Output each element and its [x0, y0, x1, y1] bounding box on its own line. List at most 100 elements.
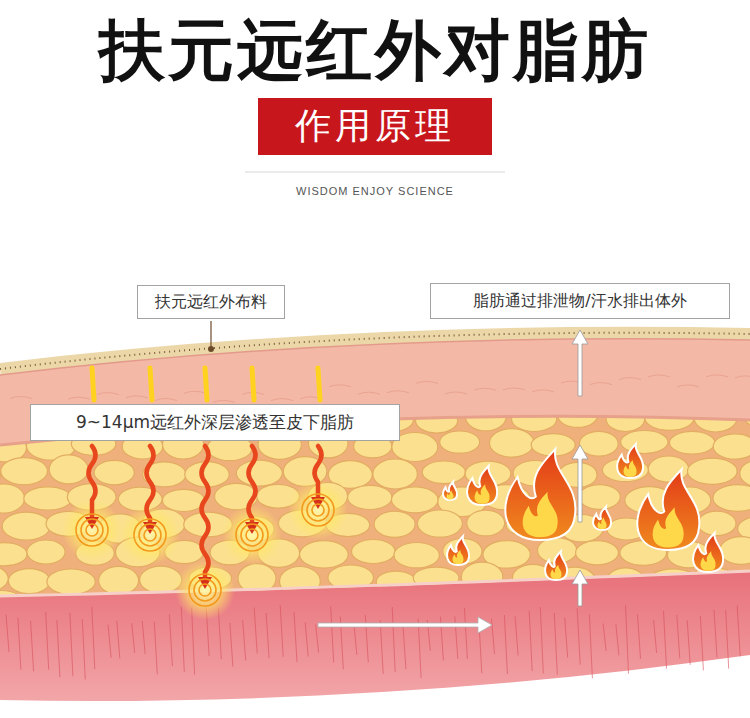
heat-ring — [307, 499, 329, 521]
muscle-fiber — [354, 623, 357, 655]
fat-cell — [511, 406, 556, 431]
fat-cell — [94, 460, 134, 484]
fat-cell — [490, 429, 534, 458]
flame-core — [551, 565, 562, 579]
fat-cell — [356, 591, 395, 619]
muscle-fiber — [331, 606, 334, 662]
muscle-fiber — [403, 624, 406, 670]
fat-layer — [0, 416, 750, 597]
muscle-fiber — [243, 620, 246, 660]
heat-ring — [241, 524, 263, 546]
muscle-fiber — [726, 610, 729, 669]
flow-arrow — [572, 570, 588, 606]
fat-cell — [300, 541, 349, 568]
wave-arrow — [202, 446, 209, 578]
box-text: 扶元远红外布料 — [155, 292, 267, 313]
muscle-fiber — [589, 614, 592, 678]
flow-arrow — [572, 445, 588, 522]
muscle-fiber — [700, 616, 703, 670]
fat-cell — [303, 594, 351, 622]
dermis-fiber — [126, 396, 148, 398]
muscle-fiber — [380, 620, 383, 674]
fat-cell — [348, 485, 392, 509]
dermis-fiber — [503, 388, 525, 390]
flame-core — [598, 518, 607, 530]
muscle-fiber — [316, 624, 319, 652]
fat-cell — [280, 567, 321, 597]
fat-cell — [461, 562, 503, 592]
muscle-fiber — [108, 625, 111, 658]
fat-cell — [413, 567, 459, 589]
heat-ring — [139, 524, 161, 546]
dermis-fiber — [706, 375, 728, 377]
muscle-fiber — [529, 611, 532, 671]
muscle-fiber — [117, 621, 120, 659]
box-text: 9~14μm远红外深层渗透至皮下脂肪 — [76, 411, 354, 434]
fat-cell — [391, 487, 438, 513]
dermis-fiber — [387, 391, 409, 393]
fat-cell — [740, 460, 750, 487]
flame — [443, 482, 457, 500]
dermis-fiber — [184, 391, 206, 393]
fat-cell — [394, 543, 439, 568]
fat-cell — [99, 566, 139, 594]
fat-cell — [606, 568, 644, 595]
fat-cell — [1, 458, 48, 485]
dermis-fiber — [97, 393, 119, 395]
flame-core — [701, 551, 716, 571]
callout-box: 扶元远红外布料 — [137, 285, 285, 319]
muscle-fiber — [638, 614, 641, 658]
heat-ring — [81, 519, 103, 541]
muscle-fiber — [737, 606, 740, 657]
muscle-fiber — [18, 618, 21, 670]
muscle-fiber — [687, 620, 690, 665]
muscle-fiber — [418, 619, 421, 678]
fat-cell — [440, 593, 482, 617]
fat-cell — [623, 595, 665, 621]
dermis-fiber — [648, 375, 670, 377]
flame — [593, 507, 611, 530]
muscle-fiber — [492, 619, 495, 654]
fat-cell — [487, 595, 527, 618]
flame-core — [523, 492, 558, 538]
muscle-fiber — [540, 607, 543, 673]
dermis-fiber — [474, 388, 496, 390]
muscle-fiber — [515, 616, 518, 655]
box-text: 作用原理 — [295, 102, 455, 151]
fat-cell — [115, 595, 164, 617]
light-ray — [252, 368, 254, 400]
fat-cell — [576, 541, 619, 565]
leader-dot — [208, 346, 214, 352]
dermis-fiber — [590, 383, 612, 385]
fat-cell — [440, 431, 480, 453]
fat-cell — [579, 431, 618, 456]
fat-cell — [27, 540, 65, 564]
muscle-fiber — [254, 608, 257, 654]
fat-cell — [259, 596, 304, 620]
fat-cell — [394, 592, 438, 618]
dermis-fiber — [271, 399, 293, 401]
light-ray — [150, 368, 152, 400]
muscle-fiber — [654, 620, 657, 653]
muscle-fiber — [169, 614, 172, 666]
fat-cell — [668, 592, 716, 622]
dermis-streaks — [10, 375, 750, 407]
fat-cell — [713, 485, 750, 512]
muscle-fiber — [565, 617, 568, 657]
flame-core — [453, 550, 464, 564]
fat-cell — [670, 431, 715, 454]
tagline-label: WISDOM ENJOY SCIENCE — [0, 185, 750, 197]
dermis-fiber — [532, 390, 554, 392]
dermis-fiber — [213, 400, 235, 402]
heat-ring — [189, 574, 221, 606]
fat-cell — [72, 598, 115, 622]
muscle-fiber — [305, 623, 308, 657]
box-text: 脂肪通过排泄物/汗水排出体外 — [473, 291, 686, 312]
muscle-fiber — [616, 625, 619, 656]
dermis-fiber — [155, 399, 177, 401]
flame — [467, 466, 497, 505]
light-ray — [92, 368, 94, 400]
fat-cell — [236, 460, 282, 486]
callout-box: 9~14μm远红外深层渗透至皮下脂肪 — [30, 404, 400, 441]
fat-cell — [0, 564, 8, 592]
